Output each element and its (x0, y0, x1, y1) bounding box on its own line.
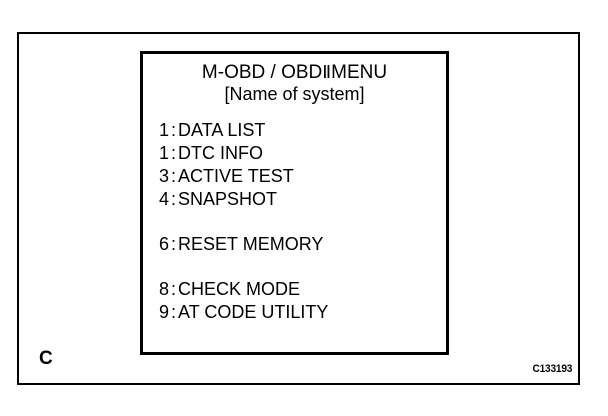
menu-item-separator: : (171, 166, 177, 186)
menu-item-label: RESET MEMORY (178, 234, 324, 254)
menu-group-reset-items: 6:RESET MEMORY (143, 233, 446, 256)
menu-item-separator: : (171, 143, 177, 163)
menu-group-primary: 1:DATA LIST 1:DTC INFO 3:ACTIVE TEST 4:S… (143, 119, 446, 211)
menu-item-reset-memory[interactable]: 6:RESET MEMORY (143, 233, 446, 256)
menu-title-main: M-OBD / OBD (201, 62, 323, 83)
menu-item-key: 9 (159, 302, 170, 322)
menu-group-reset: 6:RESET MEMORY (143, 233, 446, 256)
menu-title: M-OBD / OBDⅡMENU (143, 61, 446, 82)
menu-item-separator: : (171, 279, 177, 299)
menu-item-at-code-utility[interactable]: 9:AT CODE UTILITY (143, 301, 446, 324)
menu-item-separator: : (171, 302, 177, 322)
menu-item-dtc-info[interactable]: 1:DTC INFO (143, 142, 446, 165)
menu-item-data-list[interactable]: 1:DATA LIST (143, 119, 446, 142)
menu-item-snapshot[interactable]: 4:SNAPSHOT (143, 188, 446, 211)
menu-item-key: 1 (159, 143, 170, 163)
menu-subtitle: [Name of system] (224, 84, 365, 104)
menu-title-suffix: MENU (331, 62, 388, 83)
figure-frame: M-OBD / OBDⅡMENU [Name of system] 1:DATA… (17, 32, 580, 385)
menu-item-label: ACTIVE TEST (178, 166, 294, 186)
menu-group-utility: 8:CHECK MODE 9:AT CODE UTILITY (143, 278, 446, 324)
menu-item-label: DATA LIST (178, 120, 266, 140)
panel-letter: C (39, 348, 53, 369)
menu-item-separator: : (171, 234, 177, 254)
menu-item-key: 3 (159, 166, 170, 186)
obd-menu-panel: M-OBD / OBDⅡMENU [Name of system] 1:DATA… (140, 51, 449, 355)
figure-reference-code: C133193 (532, 363, 572, 375)
menu-item-label: DTC INFO (178, 143, 264, 163)
menu-item-separator: : (171, 189, 177, 209)
menu-item-check-mode[interactable]: 8:CHECK MODE (143, 278, 446, 301)
menu-item-active-test[interactable]: 3:ACTIVE TEST (143, 165, 446, 188)
menu-item-key: 6 (159, 234, 170, 254)
menu-item-key: 8 (159, 279, 170, 299)
menu-item-separator: : (171, 120, 177, 140)
menu-item-label: SNAPSHOT (178, 189, 278, 209)
roman-numeral-two-icon: Ⅱ (322, 62, 332, 82)
menu-header: M-OBD / OBDⅡMENU [Name of system] (143, 61, 446, 103)
menu-option-list: 1:DATA LIST 1:DTC INFO 3:ACTIVE TEST 4:S… (143, 119, 446, 324)
menu-item-label: AT CODE UTILITY (178, 302, 329, 322)
menu-item-key: 4 (159, 189, 170, 209)
menu-item-key: 1 (159, 120, 170, 140)
menu-group-utility-items: 8:CHECK MODE 9:AT CODE UTILITY (143, 278, 446, 324)
menu-group-primary-items: 1:DATA LIST 1:DTC INFO 3:ACTIVE TEST 4:S… (143, 119, 446, 211)
menu-item-label: CHECK MODE (178, 279, 301, 299)
